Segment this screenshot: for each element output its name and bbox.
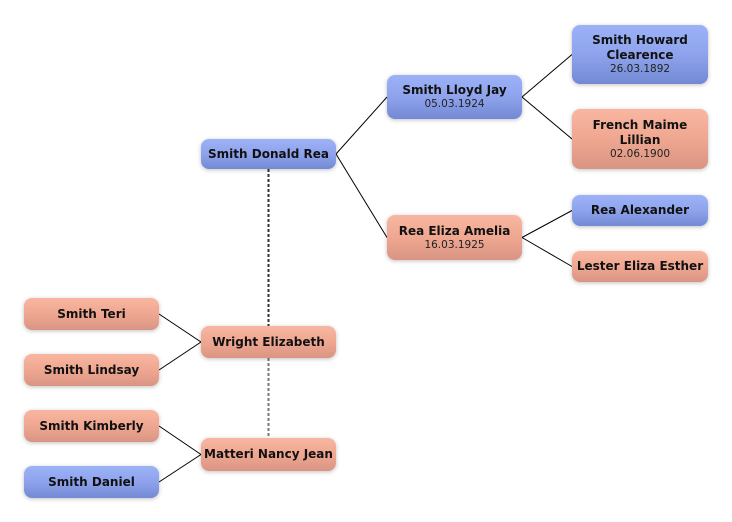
person-name: Smith Donald Rea (208, 146, 329, 161)
person-node-smith-howard-clearence[interactable]: Smith Howard Clearence 26.03.1892 (572, 25, 708, 84)
person-node-rea-eliza-amelia[interactable]: Rea Eliza Amelia 16.03.1925 (387, 215, 522, 260)
person-node-wright-elizabeth[interactable]: Wright Elizabeth (201, 326, 336, 358)
child-connector (158, 454, 202, 483)
person-node-lester-eliza-esther[interactable]: Lester Eliza Esther (572, 251, 708, 282)
parent-connector (521, 237, 573, 267)
person-node-smith-kimberly[interactable]: Smith Kimberly (24, 410, 159, 442)
parent-connector (335, 96, 388, 155)
person-name: Rea Eliza Amelia (398, 223, 511, 238)
parent-connector (521, 210, 573, 238)
person-node-smith-lloyd-jay[interactable]: Smith Lloyd Jay 05.03.1924 (387, 75, 522, 119)
person-name: Matteri Nancy Jean (204, 447, 333, 461)
person-name: Rea Alexander (590, 203, 690, 217)
person-name: Smith Kimberly (39, 418, 144, 433)
child-connector (158, 425, 202, 455)
person-name: Lester Eliza Esther (576, 259, 704, 273)
person-birth-date: 02.06.1900 (609, 147, 671, 160)
person-node-smith-donald-rea[interactable]: Smith Donald Rea (201, 139, 336, 169)
person-node-smith-lindsay[interactable]: Smith Lindsay (24, 354, 159, 386)
parent-connector (521, 96, 573, 140)
person-name: Wright Elizabeth (212, 334, 325, 349)
person-birth-date: 26.03.1892 (609, 63, 671, 75)
person-node-smith-teri[interactable]: Smith Teri (24, 298, 159, 330)
person-node-rea-alexander[interactable]: Rea Alexander (572, 195, 708, 226)
person-name: Smith Daniel (48, 474, 135, 489)
person-name: Smith Teri (57, 306, 126, 321)
person-node-french-maime-lillian[interactable]: French Maime Lillian 02.06.1900 (572, 109, 708, 169)
person-node-matteri-nancy-jean[interactable]: Matteri Nancy Jean (201, 438, 336, 471)
person-name: Smith Lloyd Jay (402, 83, 507, 97)
person-birth-date: 05.03.1924 (424, 98, 485, 110)
person-birth-date: 16.03.1925 (424, 238, 485, 251)
parent-connector (335, 153, 388, 238)
child-connector (158, 313, 202, 343)
person-name: French Maime Lillian (592, 117, 688, 147)
person-name: Smith Lindsay (43, 362, 140, 377)
person-node-smith-daniel[interactable]: Smith Daniel (24, 466, 159, 498)
child-connector (158, 341, 202, 371)
person-name: Smith Howard Clearence (592, 33, 688, 62)
parent-connector (521, 54, 573, 98)
